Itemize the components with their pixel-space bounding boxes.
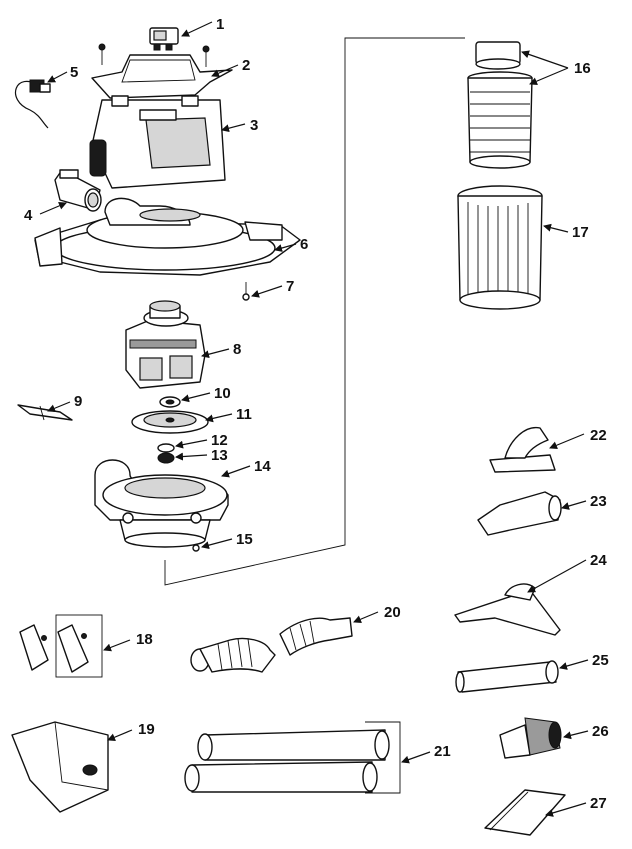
part-7-screw[interactable] [242,282,250,301]
part-10-washer[interactable] [159,396,181,408]
callout-26: 26 [592,723,609,740]
part-17-filter[interactable] [457,185,543,310]
part-12-washer[interactable] [157,443,175,453]
callout-10: 10 [214,385,231,402]
callout-2: 2 [242,57,250,74]
part-15-screw[interactable] [192,544,200,552]
callout-1: 1 [216,16,224,33]
callout-18: 18 [136,631,153,648]
part-27-manual[interactable] [484,789,566,836]
part-11-impeller[interactable] [131,410,209,434]
callout-20: 20 [384,604,401,621]
part-23-crevice-tool[interactable] [477,491,562,536]
callout-27: 27 [590,795,607,812]
part-19-bag[interactable] [11,721,109,813]
part-22-gulper-nozzle[interactable] [489,426,556,473]
callout-15: 15 [236,531,253,548]
part-9-clip[interactable] [17,404,73,421]
part-8-motor[interactable] [125,300,206,389]
callout-3: 3 [250,117,258,134]
callout-11: 11 [236,406,252,423]
callout-23: 23 [590,493,607,510]
callout-numbers: 1 2 3 4 5 6 7 8 9 10 11 12 13 14 15 16 1… [24,16,609,812]
callout-16: 16 [574,60,591,77]
part-3-motor-housing[interactable] [89,95,226,189]
callout-5: 5 [70,64,78,81]
callout-22: 22 [590,427,607,444]
part-5-power-cord[interactable] [14,79,51,129]
part-6-lid[interactable] [34,197,301,276]
assembly-bracket-line [164,37,465,586]
part-18-clips[interactable] [19,614,103,678]
callout-12: 12 [211,432,228,449]
part-21-wands[interactable] [184,721,401,794]
leader-lines [39,21,589,817]
callout-17: 17 [572,224,589,241]
callout-9: 9 [74,393,82,410]
part-24-floor-nozzle[interactable] [454,583,561,636]
callout-25: 25 [592,652,609,669]
callout-6: 6 [300,236,308,253]
callout-21: 21 [434,743,451,760]
part-20-hose[interactable] [190,617,353,673]
part-26-adapter[interactable] [499,717,562,759]
part-14-base[interactable] [94,459,229,548]
part-13-nut[interactable] [157,452,175,464]
part-4-hose-port[interactable] [54,169,102,212]
callout-24: 24 [590,552,607,569]
callout-14: 14 [254,458,271,475]
part-1-switch[interactable] [149,27,179,51]
part-25-extension[interactable] [455,660,559,693]
callout-19: 19 [138,721,155,738]
callout-13: 13 [211,447,228,464]
callout-7: 7 [286,278,294,295]
part-16-filter-cage[interactable] [467,41,533,169]
part-2-handle[interactable] [91,43,233,99]
callout-4: 4 [24,207,33,224]
callout-8: 8 [233,341,241,358]
